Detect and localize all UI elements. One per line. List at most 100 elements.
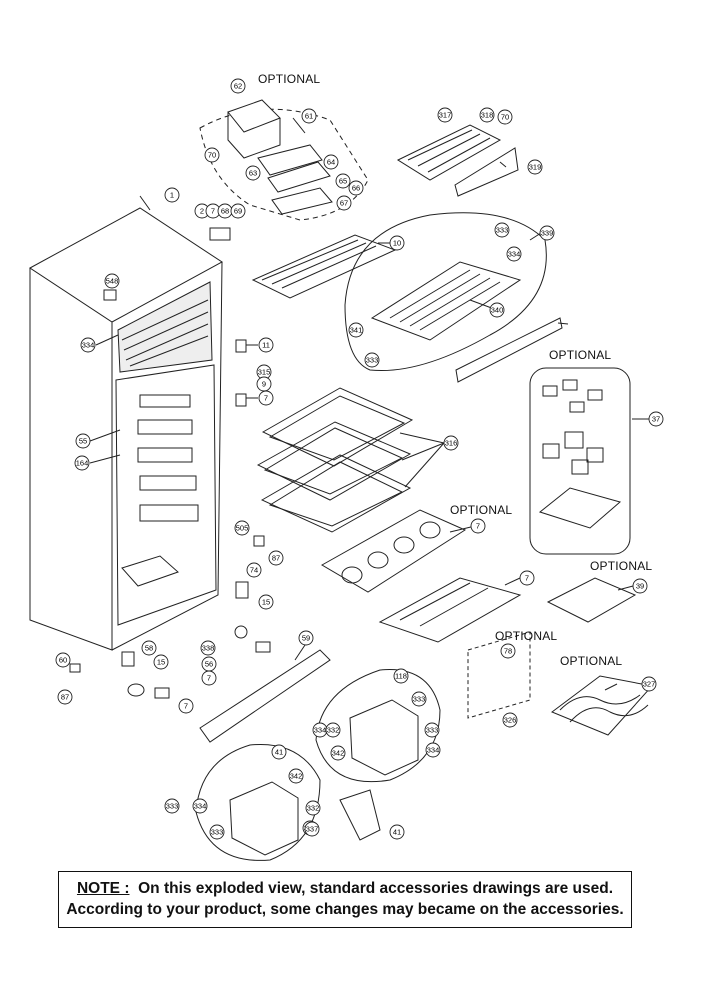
- callout-text: 334: [314, 726, 327, 735]
- crisper-upper-group: [315, 669, 441, 783]
- optional-label-right: OPTIONAL: [549, 348, 612, 362]
- callout-text: 69: [234, 207, 242, 216]
- callout-text: 68: [221, 207, 229, 216]
- callout-334: 334: [506, 246, 522, 262]
- callout-text: 333: [166, 802, 179, 811]
- optional-label-top: OPTIONAL: [258, 72, 321, 86]
- callout-337: 337: [304, 821, 320, 837]
- callout-87: 87: [268, 550, 284, 566]
- callout-text: 15: [262, 598, 270, 607]
- callout-text: 164: [76, 459, 89, 468]
- callout-39: 39: [632, 578, 648, 594]
- callout-text: 342: [290, 772, 303, 781]
- callout-text: 315: [258, 368, 271, 377]
- callout-text: 37: [652, 415, 660, 424]
- callout-text: 41: [393, 828, 401, 837]
- optional-label-tray: OPTIONAL: [590, 559, 653, 573]
- callout-text: 7: [207, 674, 211, 683]
- callout-41: 41: [271, 744, 287, 760]
- callout-text: 333: [426, 726, 439, 735]
- callout-text: 65: [339, 177, 347, 186]
- cabinet-drawing: [29, 207, 223, 651]
- callout-text: 548: [106, 277, 119, 286]
- callout-332: 332: [325, 722, 341, 738]
- optional-label-basket: OPTIONAL: [560, 654, 623, 668]
- callout-61: 61: [301, 108, 317, 124]
- callout-text: 60: [59, 656, 67, 665]
- callout-66: 66: [348, 180, 364, 196]
- callout-334: 334: [312, 722, 328, 738]
- callout-text: 7: [476, 522, 480, 531]
- callout-333: 333: [424, 722, 440, 738]
- optional-label-wine-rack: OPTIONAL: [450, 503, 513, 517]
- callout-text: 63: [249, 169, 257, 178]
- callout-9: 9: [256, 376, 272, 392]
- callout-text: 338: [202, 644, 215, 653]
- callout-text: 7: [184, 702, 188, 711]
- callout-text: 56: [205, 660, 213, 669]
- callout-334: 334: [192, 798, 208, 814]
- callout-text: 7: [525, 574, 529, 583]
- callout-63: 63: [245, 165, 261, 181]
- wine-rack: [320, 509, 467, 593]
- callout-text: 15: [157, 658, 165, 667]
- callout-text: 332: [327, 726, 340, 735]
- callout-text: 7: [211, 207, 215, 216]
- callout-text: 319: [529, 163, 542, 172]
- callout-56: 56: [201, 656, 217, 672]
- callout-7: 7: [470, 518, 486, 534]
- callout-318: 318: [479, 107, 495, 123]
- callout-7: 7: [178, 698, 194, 714]
- callout-text: 78: [504, 647, 512, 656]
- callout-text: 10: [393, 239, 401, 248]
- callout-7: 7: [201, 670, 217, 686]
- callout-65: 65: [335, 173, 351, 189]
- part-338: [121, 651, 135, 667]
- optional-tray: [546, 577, 637, 623]
- callout-62: 62: [230, 78, 246, 94]
- callout-58: 58: [141, 640, 157, 656]
- callout-334: 334: [425, 742, 441, 758]
- callout-text: 334: [427, 746, 440, 755]
- callout-164: 164: [74, 455, 90, 471]
- callout-338: 338: [200, 640, 216, 656]
- callout-text: 340: [491, 306, 504, 315]
- optional-tray-group: [344, 212, 563, 383]
- callout-317: 317: [437, 107, 453, 123]
- callout-342: 342: [288, 768, 304, 784]
- callout-text: 339: [541, 229, 554, 238]
- crisper-cover: [378, 577, 522, 643]
- callout-text: 62: [234, 82, 242, 91]
- callout-70: 70: [204, 147, 220, 163]
- callout-text: 334: [82, 341, 95, 350]
- callout-548: 548: [104, 273, 120, 289]
- callout-text: 64: [327, 158, 335, 167]
- callout-64: 64: [323, 154, 339, 170]
- callout-text: 67: [340, 199, 348, 208]
- callout-text: 1: [170, 191, 174, 200]
- callout-text: 333: [366, 356, 379, 365]
- callout-text: 70: [501, 113, 509, 122]
- crisper-lower-group: [195, 743, 321, 861]
- note-line-1: NOTE : On this exploded view, standard a…: [59, 878, 631, 899]
- callout-text: 326: [504, 716, 517, 725]
- freezer-shelf: [251, 234, 397, 299]
- callout-326: 326: [502, 712, 518, 728]
- callout-text: 55: [79, 437, 87, 446]
- callout-15: 15: [258, 594, 274, 610]
- note-box: NOTE : On this exploded view, standard a…: [58, 871, 632, 928]
- callout-60: 60: [55, 652, 71, 668]
- top-right-shelf: [396, 124, 519, 197]
- callout-text: 59: [302, 634, 310, 643]
- callout-text: 66: [352, 184, 360, 193]
- callout-68: 68: [217, 203, 233, 219]
- callout-text: 39: [636, 582, 644, 591]
- callout-text: 70: [208, 151, 216, 160]
- optional-egg-kit: [529, 367, 631, 555]
- callout-37: 37: [648, 411, 664, 427]
- callout-341: 341: [348, 322, 364, 338]
- callout-7: 7: [519, 570, 535, 586]
- callout-333: 333: [209, 824, 225, 840]
